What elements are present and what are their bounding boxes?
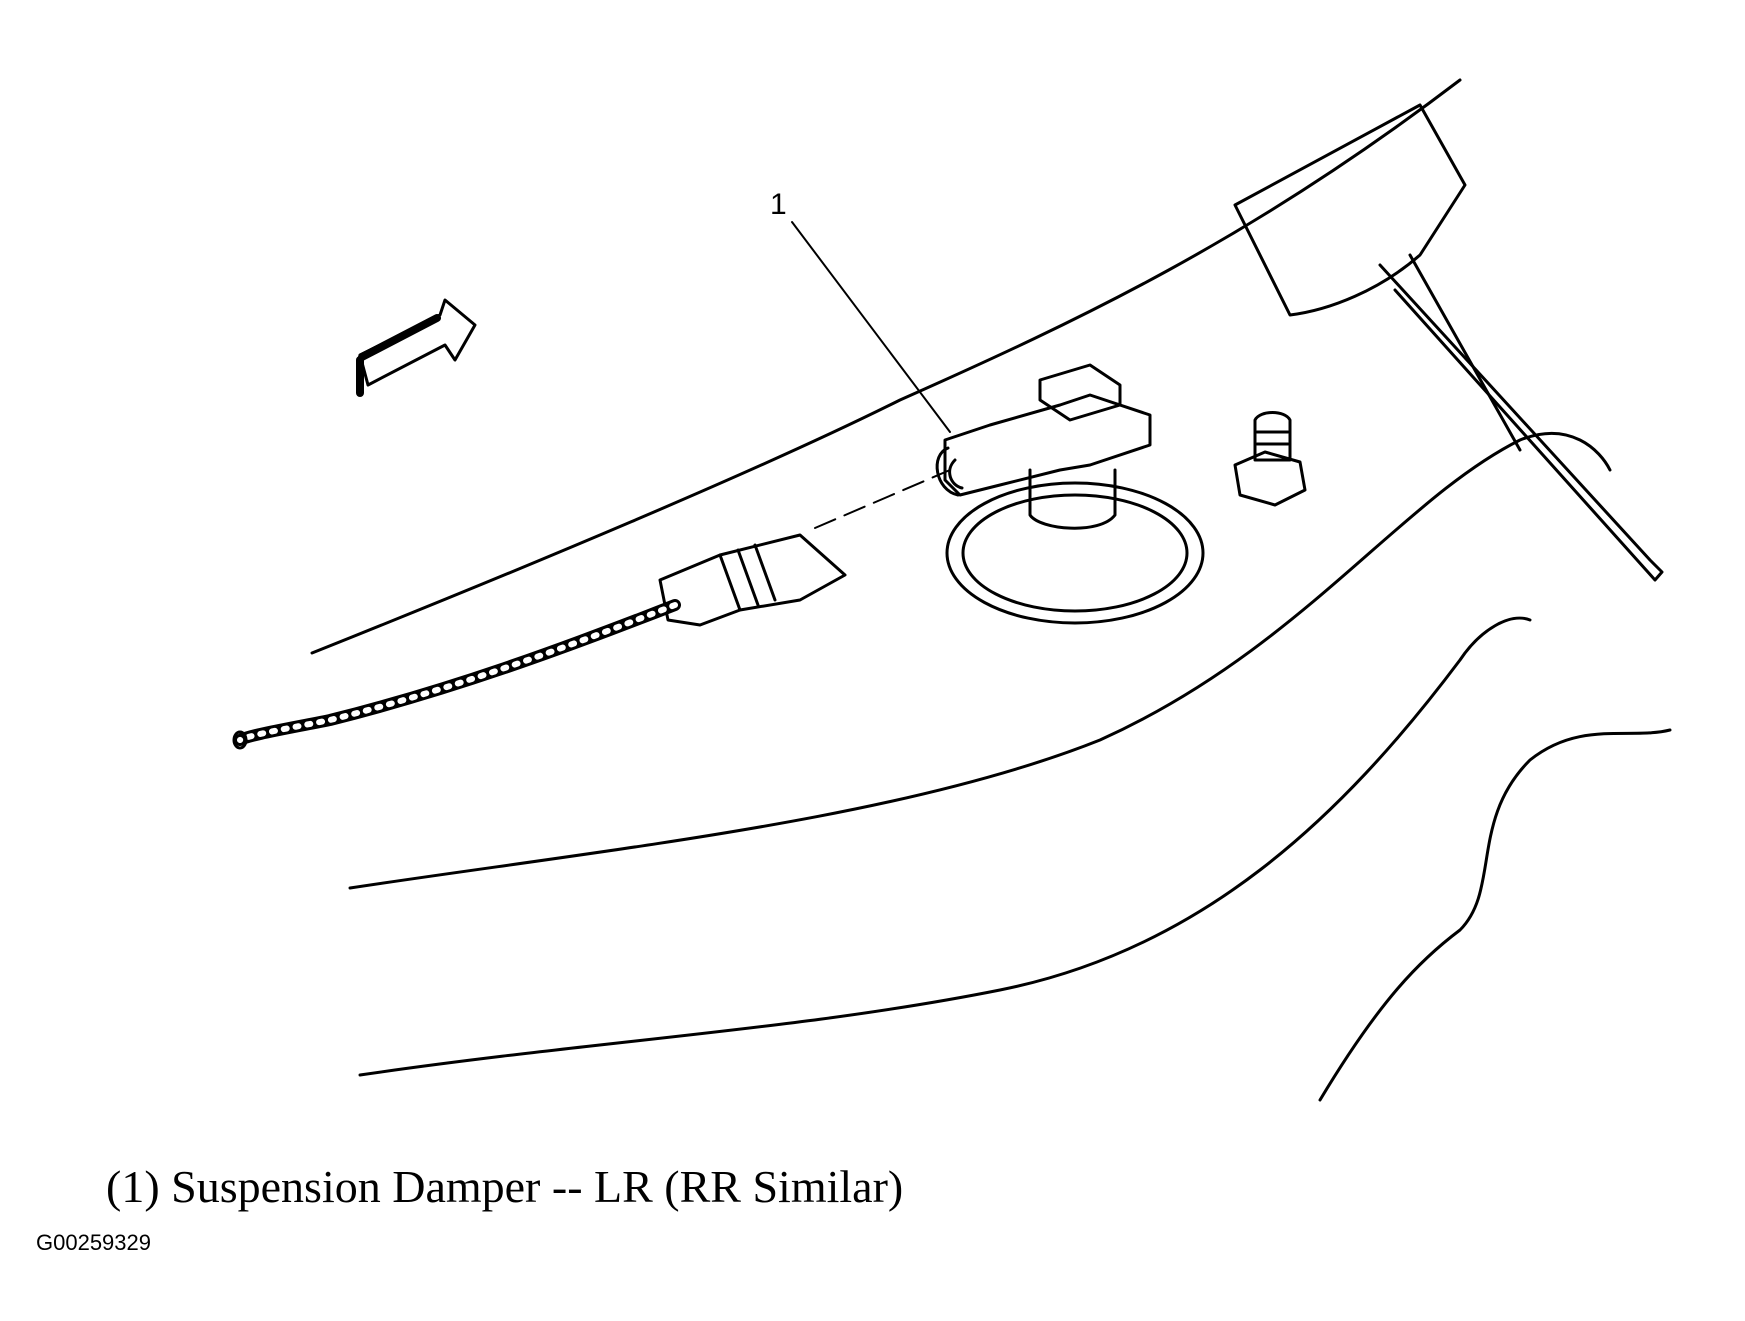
mount-bolt xyxy=(1253,411,1292,462)
damper-mount-ring xyxy=(961,493,1189,613)
harness-connector xyxy=(658,533,847,627)
figure-id: G00259329 xyxy=(36,1230,151,1255)
damper-connector-mouth xyxy=(935,446,964,497)
alignment-line xyxy=(814,469,951,529)
damper-stem xyxy=(1028,468,1117,530)
callout-leader-line xyxy=(791,221,951,433)
panel-curve-3 xyxy=(1318,728,1672,1102)
harness-wire xyxy=(234,599,681,746)
bracket-strap xyxy=(1378,263,1664,582)
front-arrow-shade xyxy=(356,314,441,397)
harness-wire-inner xyxy=(237,602,678,743)
damper-mount-disc xyxy=(945,481,1205,625)
damper-connector xyxy=(943,393,1152,497)
harness-wire-end xyxy=(232,730,248,750)
callout-number: 1 xyxy=(770,188,787,221)
mount-nut xyxy=(1233,450,1307,507)
bracket-strap-inner xyxy=(1408,253,1522,452)
damper-connector-lock xyxy=(1038,363,1122,422)
harness-connector-ribs xyxy=(718,543,777,612)
bolt-threads xyxy=(1255,430,1290,446)
bracket-outline xyxy=(1233,103,1467,317)
upper-panel-edge xyxy=(310,78,1462,655)
front-direction-arrow xyxy=(358,298,477,387)
panel-curve-2 xyxy=(358,616,1532,1077)
figure-caption: (1) Suspension Damper -- LR (RR Similar) xyxy=(106,1161,904,1212)
